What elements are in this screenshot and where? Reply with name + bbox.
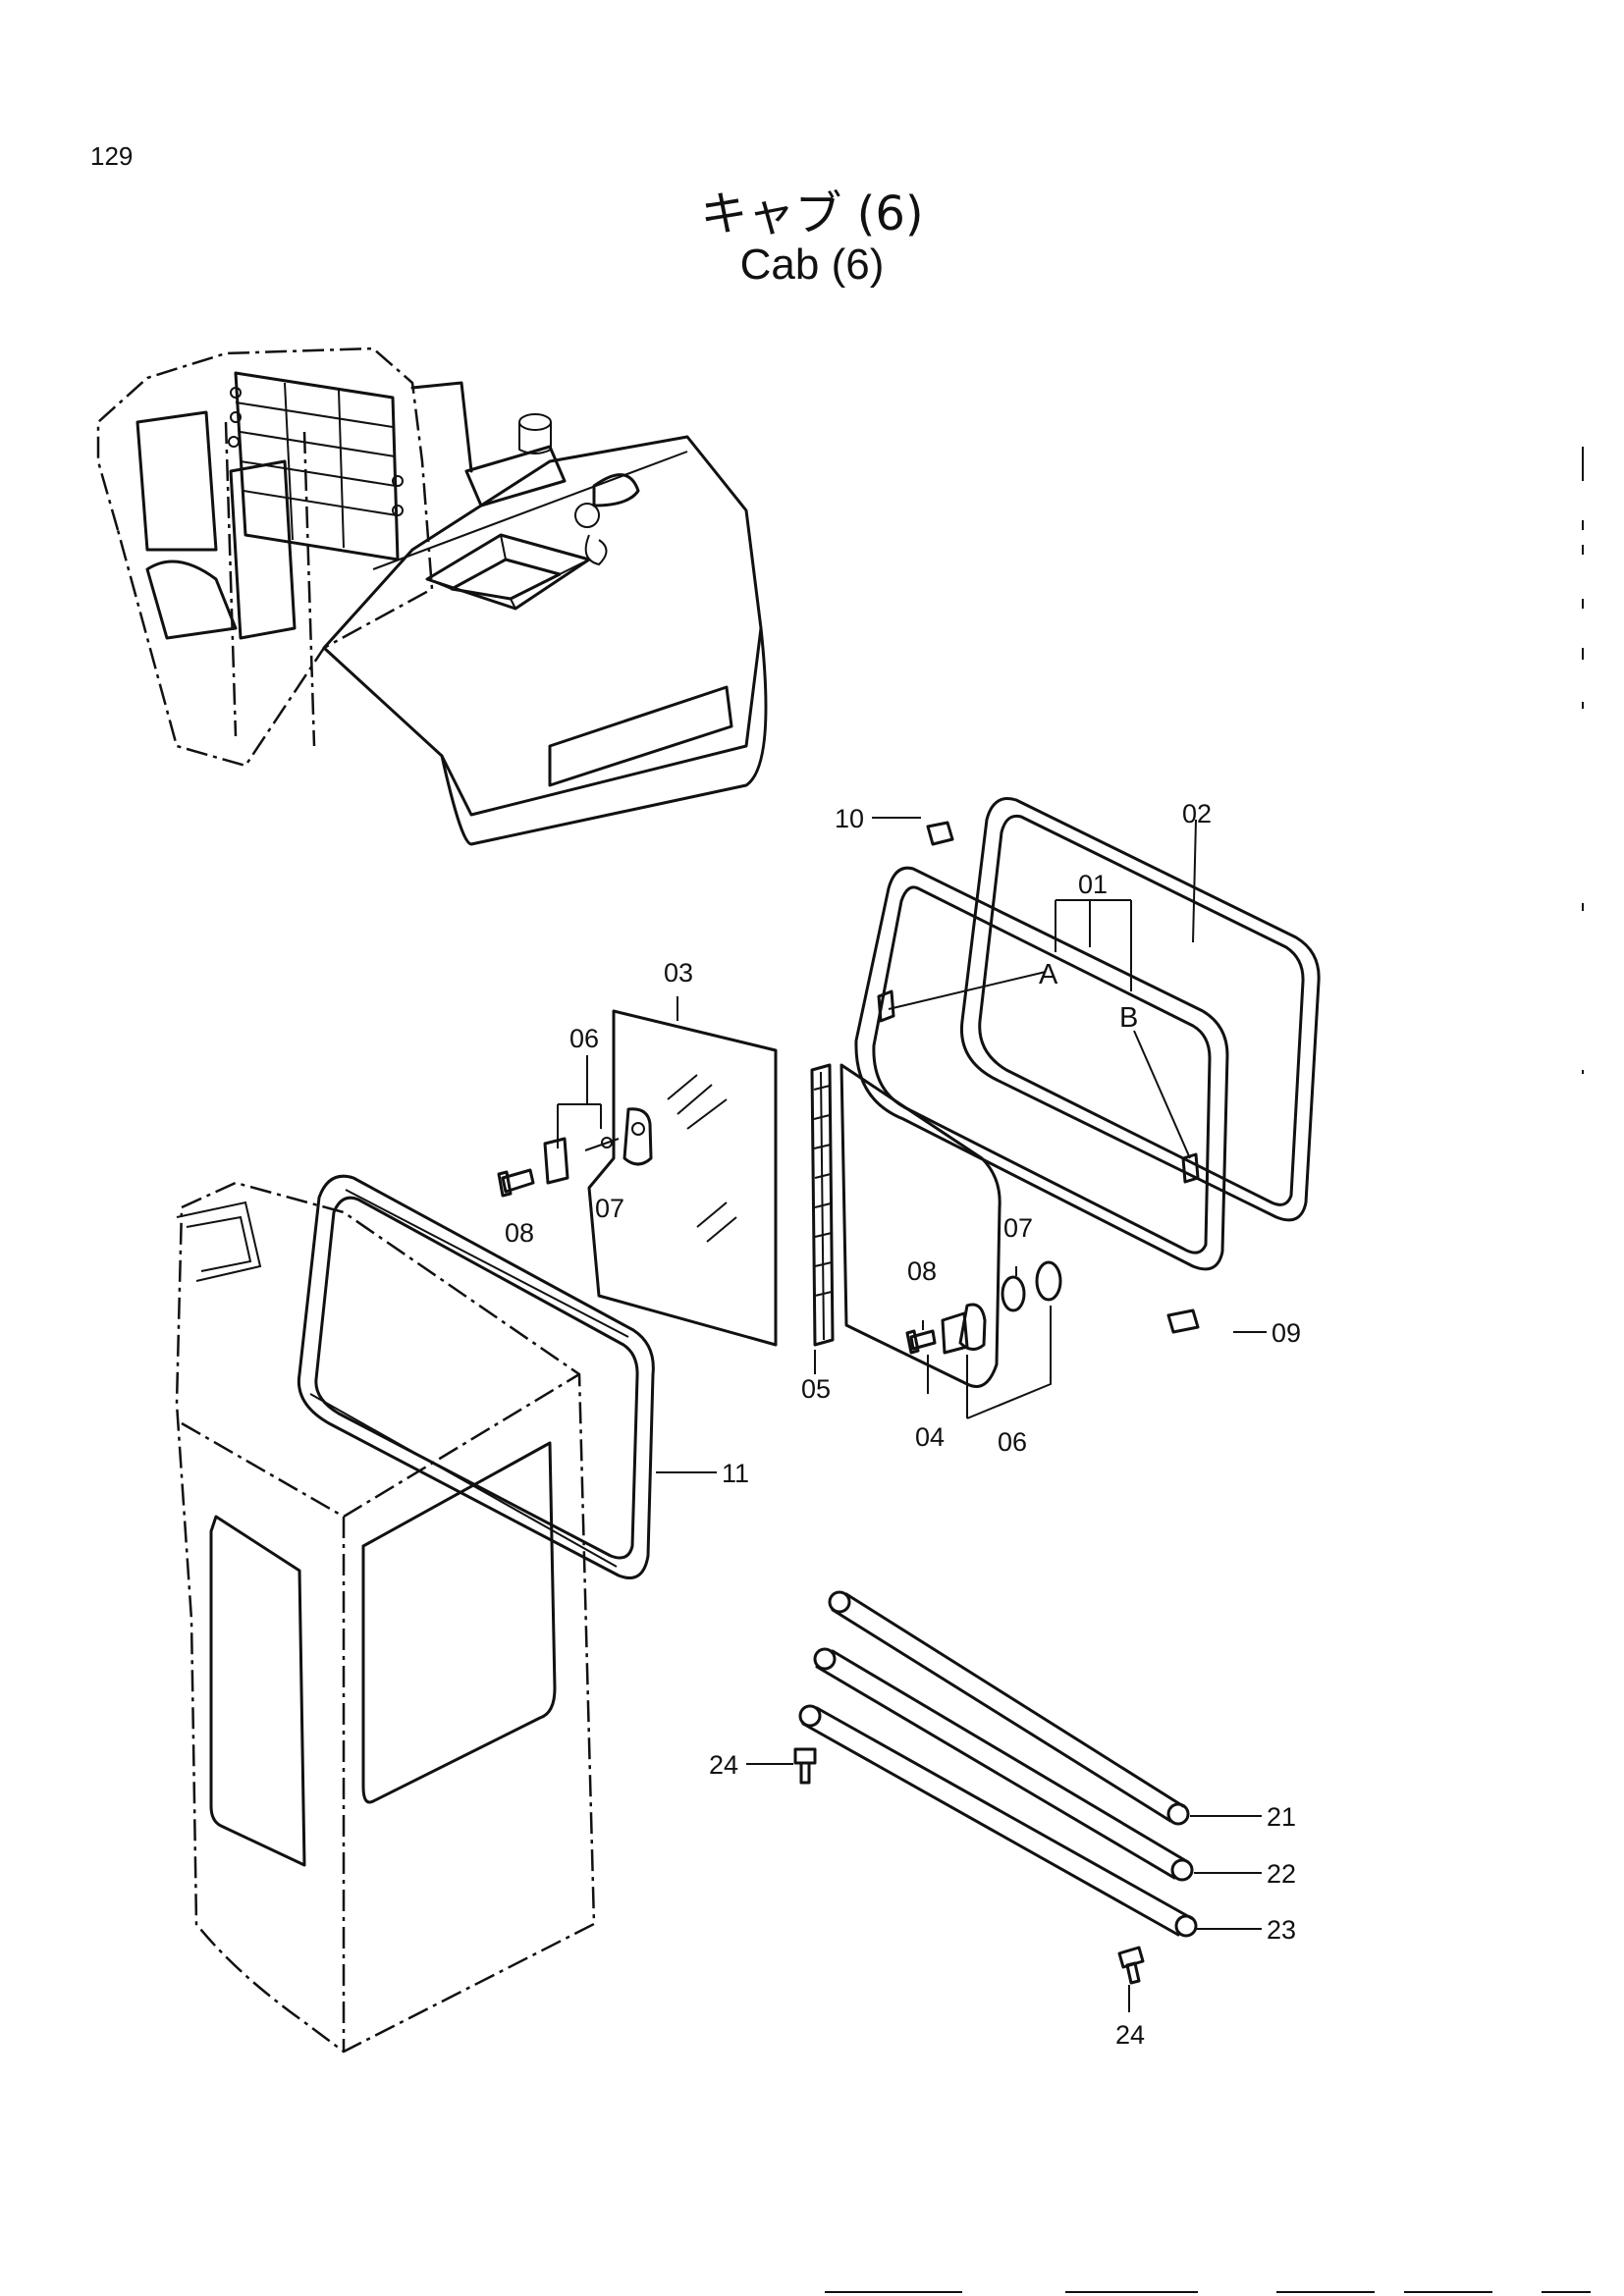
callout-09: 09 bbox=[1272, 1318, 1301, 1348]
marker-b: B bbox=[1119, 1002, 1138, 1034]
leader-lines bbox=[557, 817, 1267, 2012]
stopper-09 bbox=[1166, 1308, 1200, 1334]
callout-08-left: 08 bbox=[505, 1218, 534, 1248]
callout-02: 02 bbox=[1182, 799, 1212, 828]
title-japanese: キャブ (6) bbox=[700, 187, 924, 241]
bolt-24-upper bbox=[793, 1747, 817, 1785]
stay-bar-23 bbox=[798, 1704, 1198, 1938]
lock-assembly-left bbox=[543, 1107, 653, 1185]
callout-21: 21 bbox=[1267, 1802, 1296, 1832]
callout-04: 04 bbox=[915, 1422, 945, 1452]
callout-22: 22 bbox=[1267, 1859, 1296, 1889]
callout-01: 01 bbox=[1078, 870, 1108, 899]
title-english: Cab (6) bbox=[739, 240, 885, 289]
seal-11 bbox=[297, 1174, 655, 1579]
callout-07-right: 07 bbox=[1003, 1213, 1033, 1243]
bolt-08-right bbox=[905, 1329, 937, 1355]
callout-05: 05 bbox=[801, 1374, 831, 1404]
bolt-24-lower bbox=[1117, 1946, 1145, 1985]
callout-24-upper: 24 bbox=[709, 1750, 738, 1780]
slide-rail-05 bbox=[810, 1063, 835, 1347]
machine-overview-illustration bbox=[96, 347, 768, 846]
callout-11: 11 bbox=[722, 1459, 749, 1488]
callout-24-lower: 24 bbox=[1115, 2020, 1145, 2050]
sliding-glass-04 bbox=[839, 1063, 1001, 1388]
callout-08-right: 08 bbox=[907, 1256, 937, 1286]
page-number: 129 bbox=[90, 141, 134, 171]
plate-07-right bbox=[1001, 1260, 1062, 1312]
stay-bar-21 bbox=[828, 1590, 1190, 1826]
bolt-08-left bbox=[497, 1168, 535, 1198]
callout-06-lower: 06 bbox=[998, 1427, 1027, 1457]
callout-06-upper: 06 bbox=[569, 1024, 599, 1053]
callout-23: 23 bbox=[1267, 1915, 1296, 1945]
callout-03: 03 bbox=[664, 958, 693, 988]
seal-02 bbox=[959, 797, 1321, 1222]
stay-bar-22 bbox=[813, 1647, 1194, 1882]
window-glass-03 bbox=[587, 1009, 778, 1347]
stopper-10 bbox=[926, 821, 954, 846]
callout-10: 10 bbox=[835, 804, 864, 833]
window-frame-01 bbox=[854, 866, 1229, 1271]
callout-07-left: 07 bbox=[595, 1194, 624, 1223]
callout-labels: 10 02 01 A B 03 06 07 08 07 08 09 05 04 … bbox=[505, 799, 1301, 2050]
cab-body-lower bbox=[175, 1181, 596, 2054]
marker-a: A bbox=[1039, 959, 1058, 990]
